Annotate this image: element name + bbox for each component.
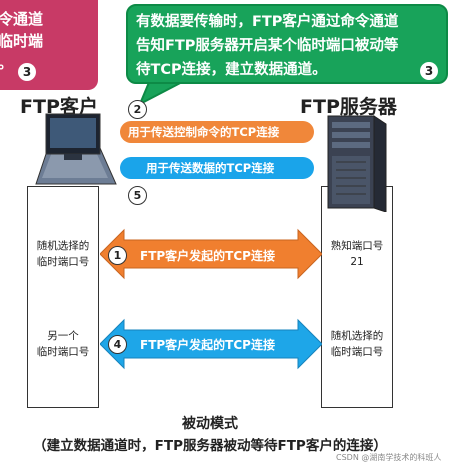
server-port-label-2: 随机选择的 临时端口号 <box>323 328 391 360</box>
data-connection-pill: 用于传送数据的TCP连接 <box>120 157 314 179</box>
server-title: FTP服务器 <box>300 96 397 118</box>
client-port-label-2: 另一个 临时端口号 <box>29 328 97 360</box>
step-1-badge: 1 <box>108 246 127 265</box>
step-4-badge: 4 <box>108 335 127 354</box>
callout-right-line-2: 告知FTP服务器开启某个临时端口被动等 <box>136 38 399 54</box>
server-tower-icon <box>327 115 387 212</box>
callout-left-line-2: 临时端 <box>0 32 44 50</box>
tcp-connection-arrow-1 <box>100 228 322 280</box>
control-connection-label: 用于传送控制命令的TCP连接 <box>128 125 280 139</box>
client-computer-icon <box>35 113 117 185</box>
callout-right-badge: 3 <box>420 62 438 80</box>
callout-left-badge: 3 <box>18 63 36 81</box>
caption-title: 被动模式 <box>182 416 238 432</box>
data-connection-label: 用于传送数据的TCP连接 <box>146 161 275 175</box>
client-port-label-1: 随机选择的 临时端口号 <box>29 238 97 270</box>
client-port-1-line-2: 临时端口号 <box>36 256 90 268</box>
client-port-1-line-1: 随机选择的 <box>36 240 90 252</box>
step-2-badge: 2 <box>128 100 147 119</box>
callout-right-line-1: 有数据要传输时，FTP客户通过命令通道 <box>136 14 399 30</box>
server-port-label-1: 熟知端口号 21 <box>323 238 391 270</box>
callout-right-line-3: 待TCP连接，建立数据通道。 <box>136 62 327 78</box>
caption-subtitle: （建立数据通道时，FTP服务器被动等待FTP客户的连接） <box>33 438 387 454</box>
csdn-watermark: CSDN @湖南学技术的科班人 <box>336 453 442 462</box>
server-port-2-line-1: 随机选择的 <box>330 330 384 342</box>
control-connection-pill: 用于传送控制命令的TCP连接 <box>120 121 314 143</box>
server-timeline-bar <box>321 186 393 408</box>
client-timeline-bar <box>27 186 99 408</box>
tcp-connection-label-2: FTP客户发起的TCP连接 <box>140 338 275 352</box>
client-port-2-line-2: 临时端口号 <box>36 346 90 358</box>
callout-left-line-3: 。 <box>0 52 98 74</box>
callout-left: 令通道 临时端 。 <box>0 0 98 90</box>
callout-left-line-1: 令通道 <box>0 10 44 28</box>
callout-right: 有数据要传输时，FTP客户通过命令通道 告知FTP服务器开启某个临时端口被动等 … <box>126 4 448 84</box>
server-port-2-line-2: 临时端口号 <box>330 346 384 358</box>
tcp-connection-label-1: FTP客户发起的TCP连接 <box>140 249 275 263</box>
tcp-connection-arrow-2 <box>100 318 322 370</box>
client-port-2-line-1: 另一个 <box>47 330 79 342</box>
client-title: FTP客户 <box>20 96 98 118</box>
server-port-1-line-1: 熟知端口号 <box>330 240 384 252</box>
step-5-badge: 5 <box>128 186 147 205</box>
server-port-1-line-2: 21 <box>350 256 364 268</box>
